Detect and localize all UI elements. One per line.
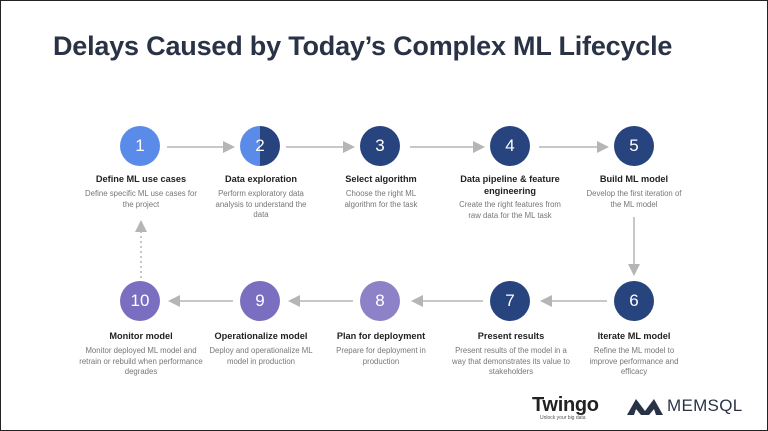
step-6-desc: Refine the ML model to improve performan… <box>589 346 679 376</box>
memsql-m-icon <box>627 399 663 415</box>
step-2-desc: Perform exploratory data analysis to und… <box>215 189 307 219</box>
step-8-label: Plan for deployment <box>336 331 426 341</box>
twingo-tagline: Unlock your big data <box>540 415 586 421</box>
step-3-desc: Choose the right ML algorithm for the ta… <box>344 189 418 209</box>
step-1-desc: Define specific ML use cases for the pro… <box>85 189 197 209</box>
step-2-circle: 2 <box>240 126 280 166</box>
step-10-desc: Monitor deployed ML model and retrain or… <box>79 346 203 376</box>
step-4-circle: 4 <box>490 126 530 166</box>
step-10-label: Monitor model <box>109 331 173 341</box>
memsql-logo: MEMSQL <box>667 396 743 415</box>
step-9-circle: 9 <box>240 281 280 321</box>
step-10-circle: 10 <box>120 281 160 321</box>
twingo-logo: Twingo <box>532 394 599 416</box>
step-1-circle: 1 <box>120 126 160 166</box>
step-9-label: Operationalize model <box>214 331 308 341</box>
step-3-label: Select algorithm <box>345 174 417 184</box>
step-7-desc: Present results of the model in a way th… <box>452 346 570 376</box>
step-3-circle: 3 <box>360 126 400 166</box>
step-6-label: Iterate ML model <box>597 331 671 341</box>
step-8-desc: Prepare for deployment in production <box>336 346 426 366</box>
step-7-label: Present results <box>477 331 545 341</box>
step-6-circle: 6 <box>614 281 654 321</box>
step-5-desc: Develop the first iteration of the ML mo… <box>586 189 682 209</box>
step-9-desc: Deploy and operationalize ML model in pr… <box>209 346 313 366</box>
step-5-circle: 5 <box>614 126 654 166</box>
step-2-label: Data exploration <box>225 174 297 184</box>
step-4-label: Data pipeline & feature engineering <box>460 174 560 196</box>
step-8-circle: 8 <box>360 281 400 321</box>
step-7-circle: 7 <box>490 281 530 321</box>
step-5-label: Build ML model <box>599 174 669 184</box>
step-4-desc: Create the right features from raw data … <box>459 200 561 220</box>
step-1-label: Define ML use cases <box>95 174 187 184</box>
page-title: Delays Caused by Today’s Complex ML Life… <box>53 31 673 61</box>
